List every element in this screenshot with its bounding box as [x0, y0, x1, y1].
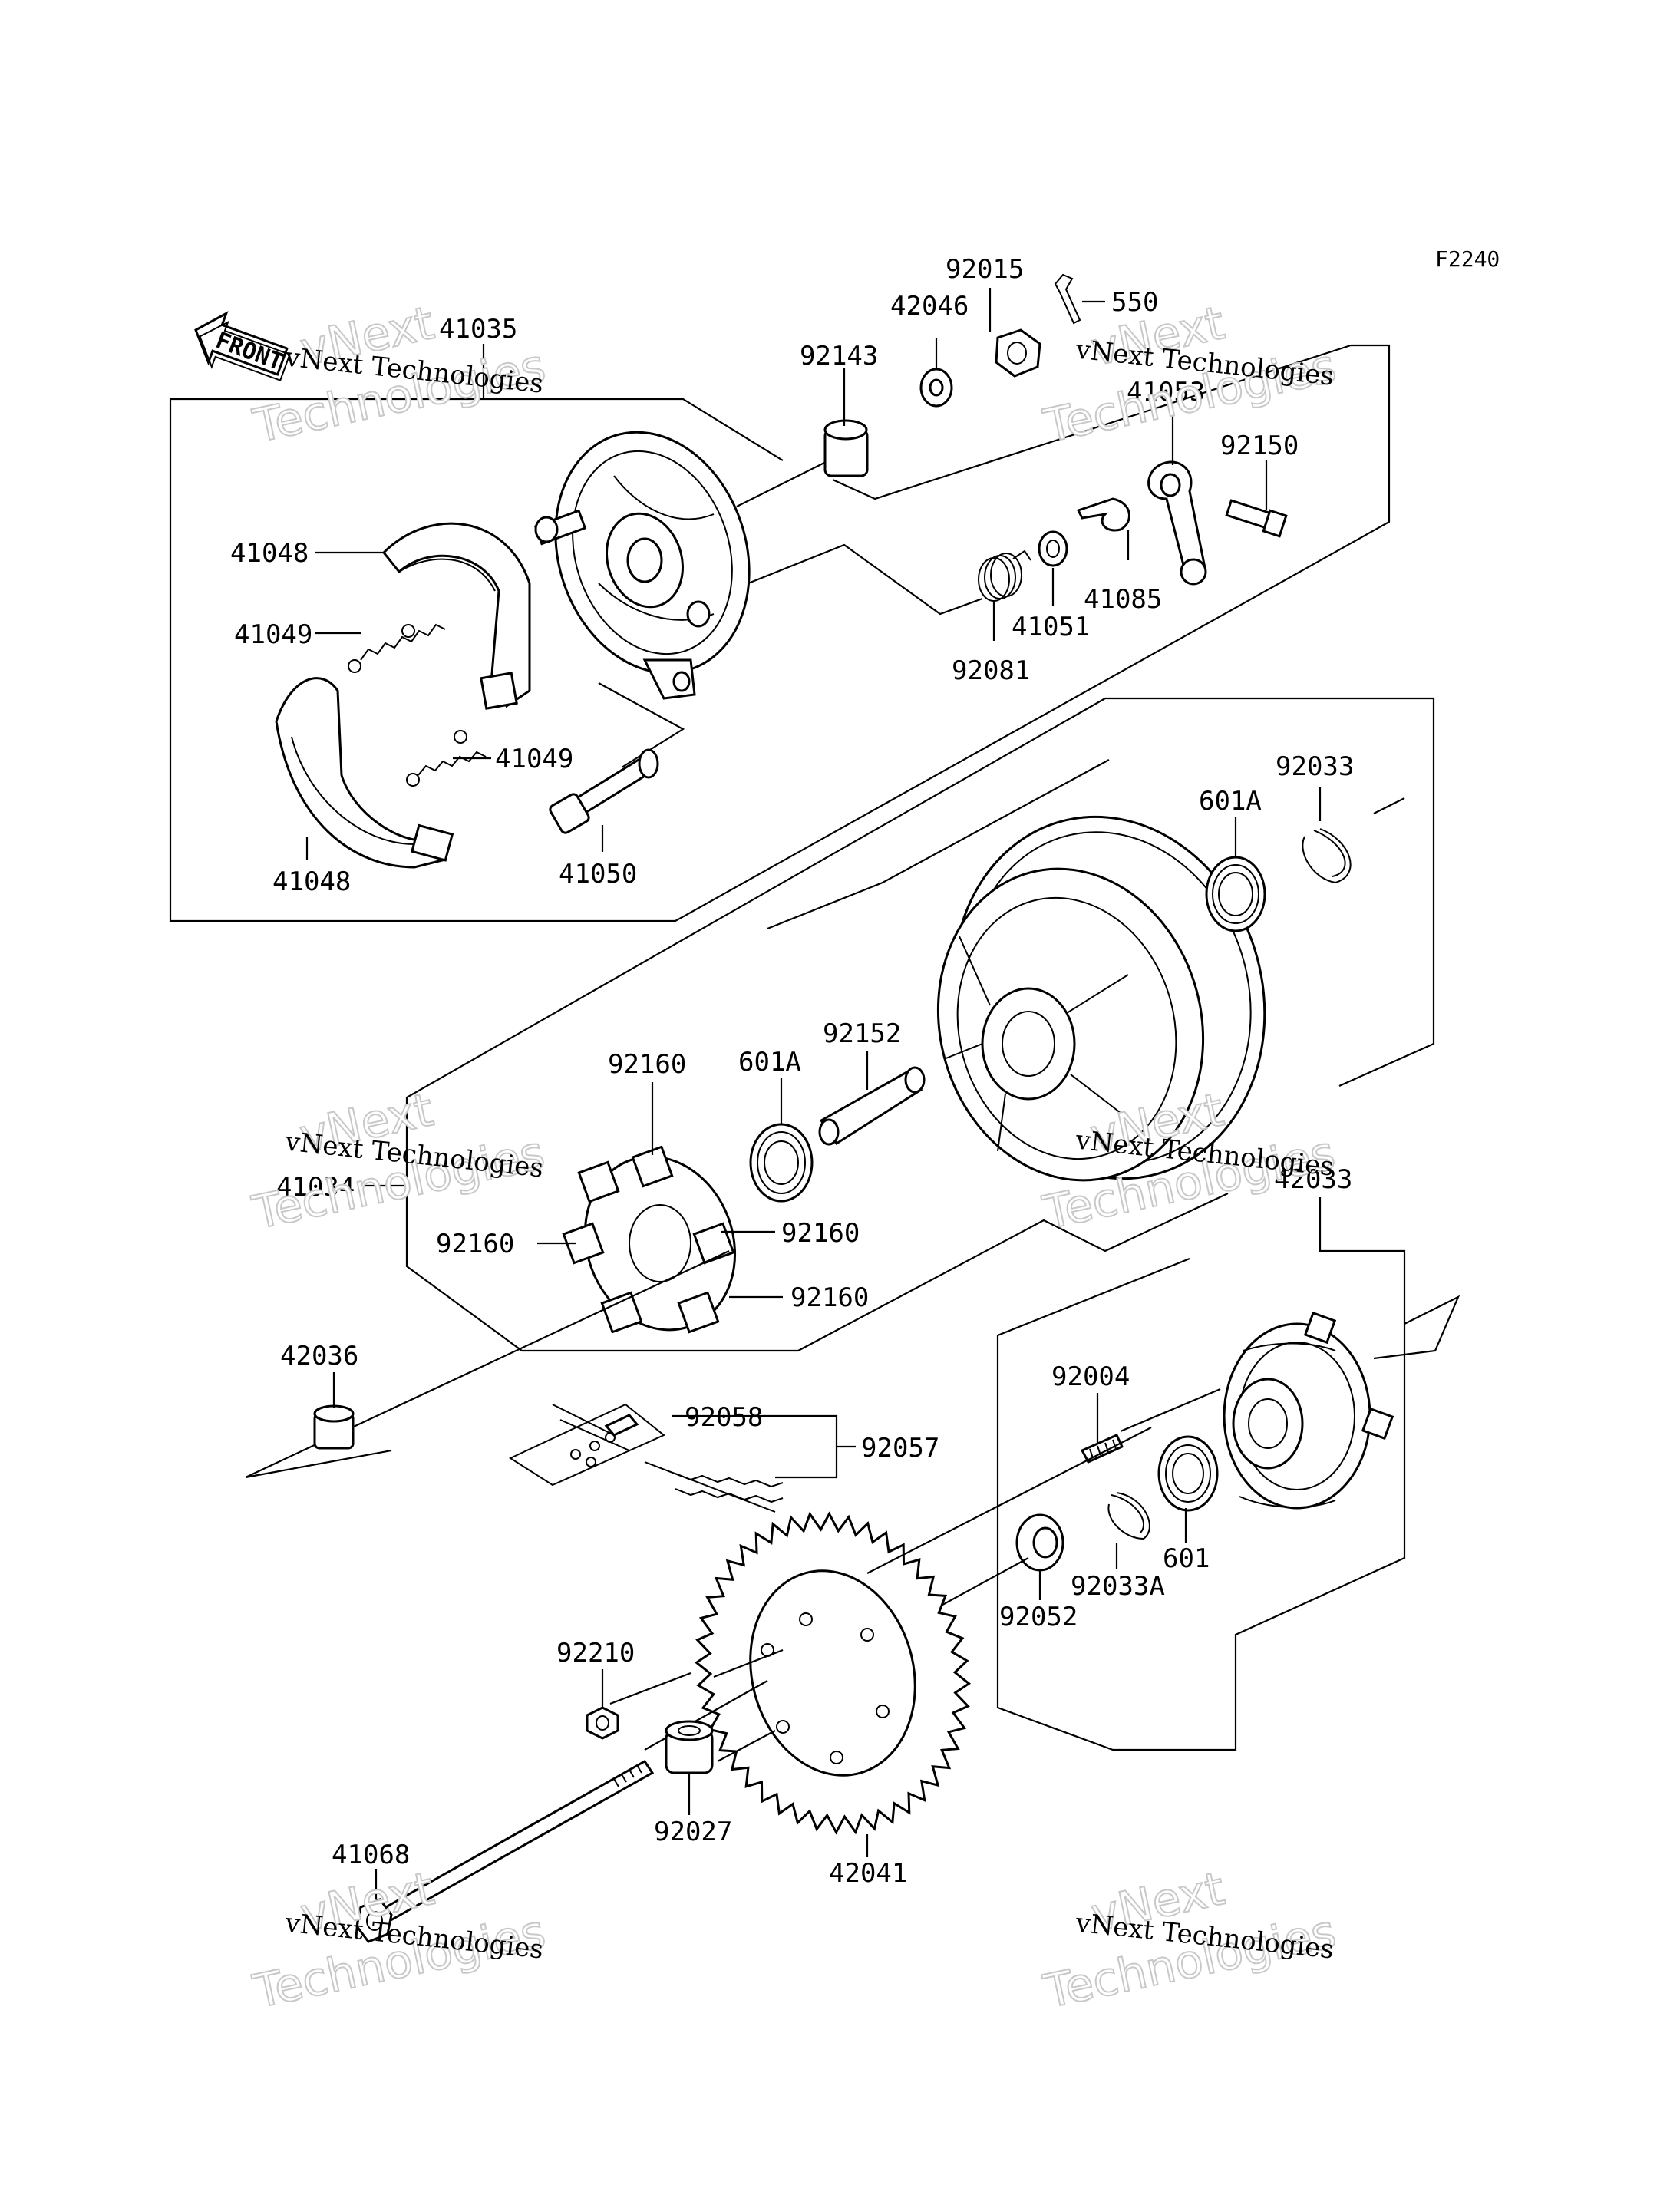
label-92150: 92150: [1220, 431, 1299, 461]
label-92160-bottom: 92160: [790, 1282, 869, 1313]
label-92027: 92027: [654, 1817, 732, 1847]
label-92058: 92058: [685, 1402, 763, 1433]
label-92033A: 92033A: [1071, 1571, 1165, 1602]
label-92160-right: 92160: [781, 1218, 860, 1249]
label-41053: 41053: [1127, 377, 1205, 408]
label-41068: 41068: [332, 1840, 410, 1870]
label-41035: 41035: [439, 314, 517, 345]
label-42046: 42046: [890, 291, 969, 322]
label-92052: 92052: [999, 1602, 1078, 1632]
stud-92004: [1080, 1434, 1124, 1464]
label-92004: 92004: [1051, 1361, 1130, 1392]
label-41034: 41034: [276, 1172, 355, 1203]
spacer-92143: [823, 419, 869, 477]
label-601A-left: 601A: [738, 1047, 801, 1078]
spring-41049-bottom: [406, 730, 487, 787]
seal-92052: [1015, 1513, 1064, 1572]
label-41049-bottom: 41049: [495, 744, 573, 774]
brake-shoe-top: [381, 522, 531, 710]
label-92033: 92033: [1276, 751, 1354, 782]
brake-cam-41050: [549, 748, 659, 834]
sprocket-42041: [694, 1511, 972, 1835]
collar-92152: [818, 1066, 926, 1146]
lever-41053: [1147, 460, 1207, 586]
front-arrow-icon: FRONT: [194, 311, 291, 381]
group-42033-sprocket-hub: [859, 1236, 1461, 1751]
bearing-601: [1157, 1435, 1219, 1512]
brake-panel: [533, 431, 751, 700]
label-92057: 92057: [861, 1433, 939, 1464]
sleeve-42036: [313, 1404, 355, 1450]
label-92152: 92152: [823, 1018, 901, 1049]
rear-wheel-hub: [936, 815, 1266, 1182]
label-601A-right: 601A: [1199, 786, 1262, 817]
label-92081: 92081: [952, 655, 1030, 686]
spring-92081: [978, 550, 1031, 602]
label-41049-top: 41049: [234, 619, 312, 650]
label-92015: 92015: [946, 254, 1024, 285]
hub-damper-92160: [562, 1145, 737, 1334]
label-42041: 42041: [829, 1858, 907, 1889]
circlip-92033A: [1107, 1492, 1150, 1540]
figure-code: F2240: [1435, 246, 1500, 272]
label-92143: 92143: [800, 341, 878, 371]
indicator-41085: [1076, 497, 1130, 532]
bearing-601A-left: [749, 1123, 814, 1203]
nut-92210: [586, 1706, 619, 1740]
label-41050: 41050: [559, 859, 637, 889]
label-41048-top: 41048: [230, 538, 309, 569]
label-92160-top: 92160: [608, 1049, 686, 1080]
label-92160-left: 92160: [436, 1229, 514, 1259]
cotter-pin-550: [1054, 273, 1081, 325]
group-41034-wheel: [405, 697, 1435, 1352]
label-41051: 41051: [1012, 612, 1090, 642]
label-92210: 92210: [556, 1638, 635, 1668]
label-601: 601: [1163, 1543, 1210, 1574]
bearing-601A-right: [1205, 856, 1266, 932]
collar-92027: [665, 1720, 714, 1774]
label-41048-bottom: 41048: [272, 866, 351, 897]
brake-shoe-bottom: [275, 677, 454, 869]
label-42036: 42036: [280, 1341, 358, 1371]
spring-41049-top: [348, 623, 446, 673]
seal-41051: [1038, 530, 1068, 567]
label-550: 550: [1111, 287, 1158, 318]
group-41035-brake-panel: [169, 273, 1391, 922]
bolt-92150: [1225, 499, 1288, 538]
label-41085: 41085: [1084, 584, 1162, 615]
nut-92015: [995, 328, 1041, 378]
sprocket-hub: [1223, 1311, 1394, 1510]
washer-42046: [919, 368, 953, 408]
axle-41068: [355, 1760, 655, 1943]
label-42033: 42033: [1274, 1164, 1352, 1195]
circlip-92033: [1302, 828, 1352, 884]
chain-92057: [508, 1403, 784, 1513]
